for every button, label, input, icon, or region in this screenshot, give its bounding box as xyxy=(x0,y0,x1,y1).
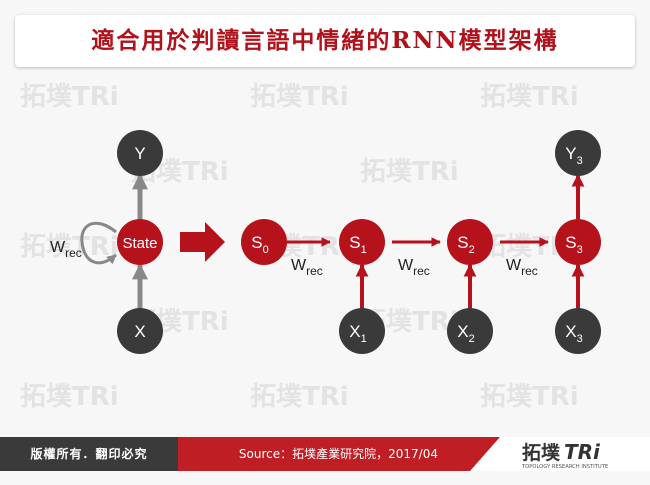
title-bar: 適合用於判讀言語中情緒的RNN模型架構 xyxy=(15,15,635,67)
node-x3-sub: 3 xyxy=(577,333,583,345)
footer-source-bar: Source：拓墣產業研究院，2017/04 xyxy=(178,437,500,471)
node-s0-sub: 0 xyxy=(263,244,269,256)
node-s3: S3 xyxy=(555,219,601,265)
weight-label-loop: Wrec xyxy=(50,239,82,260)
watermark-text: 拓墣TRi xyxy=(20,82,119,112)
tri-logo: 拓墣 TRi TOPOLOGY RESEARCH INSTITUTE xyxy=(521,440,608,470)
node-s3-sub: 3 xyxy=(577,244,583,256)
node-state-label: State xyxy=(122,235,157,252)
node-s1-sub: 1 xyxy=(361,244,367,256)
node-x: X xyxy=(117,308,163,354)
node-x1-base: X xyxy=(349,322,360,341)
logo-tri: TRi xyxy=(564,440,601,464)
node-x2-base: X xyxy=(457,322,468,341)
footer-logo-area xyxy=(500,437,650,471)
weight-label-2: Wrec xyxy=(398,257,430,278)
node-x2-sub: 2 xyxy=(469,333,475,345)
node-s1-base: S xyxy=(349,233,360,252)
svg-text:X2: X2 xyxy=(457,322,474,345)
node-s0: S0 xyxy=(241,219,287,265)
footer-notch xyxy=(470,437,500,471)
node-s0-base: S xyxy=(251,233,262,252)
node-s3-base: S xyxy=(565,233,576,252)
node-s2-base: S xyxy=(457,233,468,252)
weight-label-3: Wrec xyxy=(506,257,538,278)
svg-text:S0: S0 xyxy=(251,233,268,256)
node-y-label: Y xyxy=(134,144,145,163)
svg-text:Y3: Y3 xyxy=(565,144,582,167)
node-s2-sub: 2 xyxy=(469,244,475,256)
copyright-text: 版權所有．翻印必究 xyxy=(30,447,148,461)
watermark-text: 拓墣TRi xyxy=(480,82,579,112)
svg-text:S2: S2 xyxy=(457,233,474,256)
node-x-label: X xyxy=(134,322,145,341)
node-s1: S1 xyxy=(339,219,385,265)
node-x2: X2 xyxy=(447,308,493,354)
logo-caption: TOPOLOGY RESEARCH INSTITUTE xyxy=(521,464,608,470)
logo-mark: 拓墣 xyxy=(522,441,560,464)
watermark-text: 拓墣TRi xyxy=(20,382,119,412)
node-s2: S2 xyxy=(447,219,493,265)
svg-text:S3: S3 xyxy=(565,233,582,256)
node-state: State xyxy=(117,219,163,265)
node-x1-sub: 1 xyxy=(361,333,367,345)
weight-label-1: Wrec xyxy=(291,257,323,278)
unfold-arrow xyxy=(180,222,225,262)
watermark-text: 拓墣TRi xyxy=(250,382,349,412)
node-y3-sub: 3 xyxy=(577,155,583,167)
svg-text:X1: X1 xyxy=(349,322,366,345)
footer-copyright-bar: 版權所有．翻印必究 xyxy=(0,437,178,471)
node-x1: X1 xyxy=(339,308,385,354)
node-y3-base: Y xyxy=(565,144,576,163)
node-x3-base: X xyxy=(565,322,576,341)
source-text: Source：拓墣產業研究院，2017/04 xyxy=(238,447,438,461)
node-x3: X3 xyxy=(555,308,601,354)
node-y: Y xyxy=(117,130,163,176)
watermark-text: 拓墣TRi xyxy=(20,232,119,262)
recurrent-loop-arrow xyxy=(80,221,117,265)
watermark-text: 拓墣TRi xyxy=(360,157,459,187)
svg-text:X3: X3 xyxy=(565,322,582,345)
slide-title: 適合用於判讀言語中情緒的RNN模型架構 xyxy=(91,27,559,54)
watermark-text: 拓墣TRi xyxy=(480,382,579,412)
watermark-text: 拓墣TRi xyxy=(250,82,349,112)
svg-text:S1: S1 xyxy=(349,233,366,256)
node-y3: Y3 xyxy=(555,130,601,176)
